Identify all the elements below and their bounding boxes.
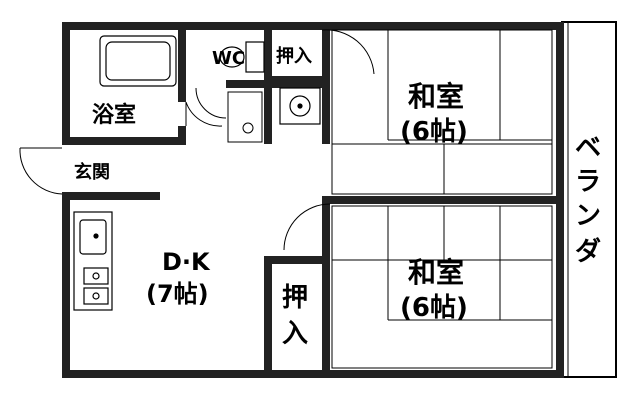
tatami-room-1 xyxy=(331,29,553,195)
washing-machine-space xyxy=(227,91,263,143)
veranda-label-2: ラ xyxy=(575,167,601,197)
veranda-label-1: ベ xyxy=(575,133,601,163)
veranda-area xyxy=(561,21,617,378)
room1-label: 和室 xyxy=(408,80,464,113)
entrance-label: 玄関 xyxy=(74,161,110,183)
wc-label: WC xyxy=(212,48,245,69)
dk-label: D·K xyxy=(162,248,211,276)
bath-label: 浴室 xyxy=(92,102,136,128)
dk-size-label: (7帖) xyxy=(146,280,209,308)
closet-bottom-label-2: 入 xyxy=(282,319,308,349)
door-swings xyxy=(19,29,375,251)
room2-label: 和室 xyxy=(408,256,464,289)
tatami-room-2 xyxy=(331,205,553,369)
veranda-label-4: ダ xyxy=(575,236,601,267)
room1-size-label: (6帖) xyxy=(400,117,468,147)
wash-basin xyxy=(279,87,321,125)
closet-bottom-label-1: 押 xyxy=(282,283,308,313)
toilet xyxy=(219,41,265,73)
interior-walls xyxy=(62,22,562,376)
closet-top-label: 押入 xyxy=(276,45,312,67)
veranda-label-3: ン xyxy=(575,201,601,231)
bathtub xyxy=(99,35,177,87)
kitchen-counter xyxy=(73,211,113,311)
room2-size-label: (6帖) xyxy=(400,293,468,323)
